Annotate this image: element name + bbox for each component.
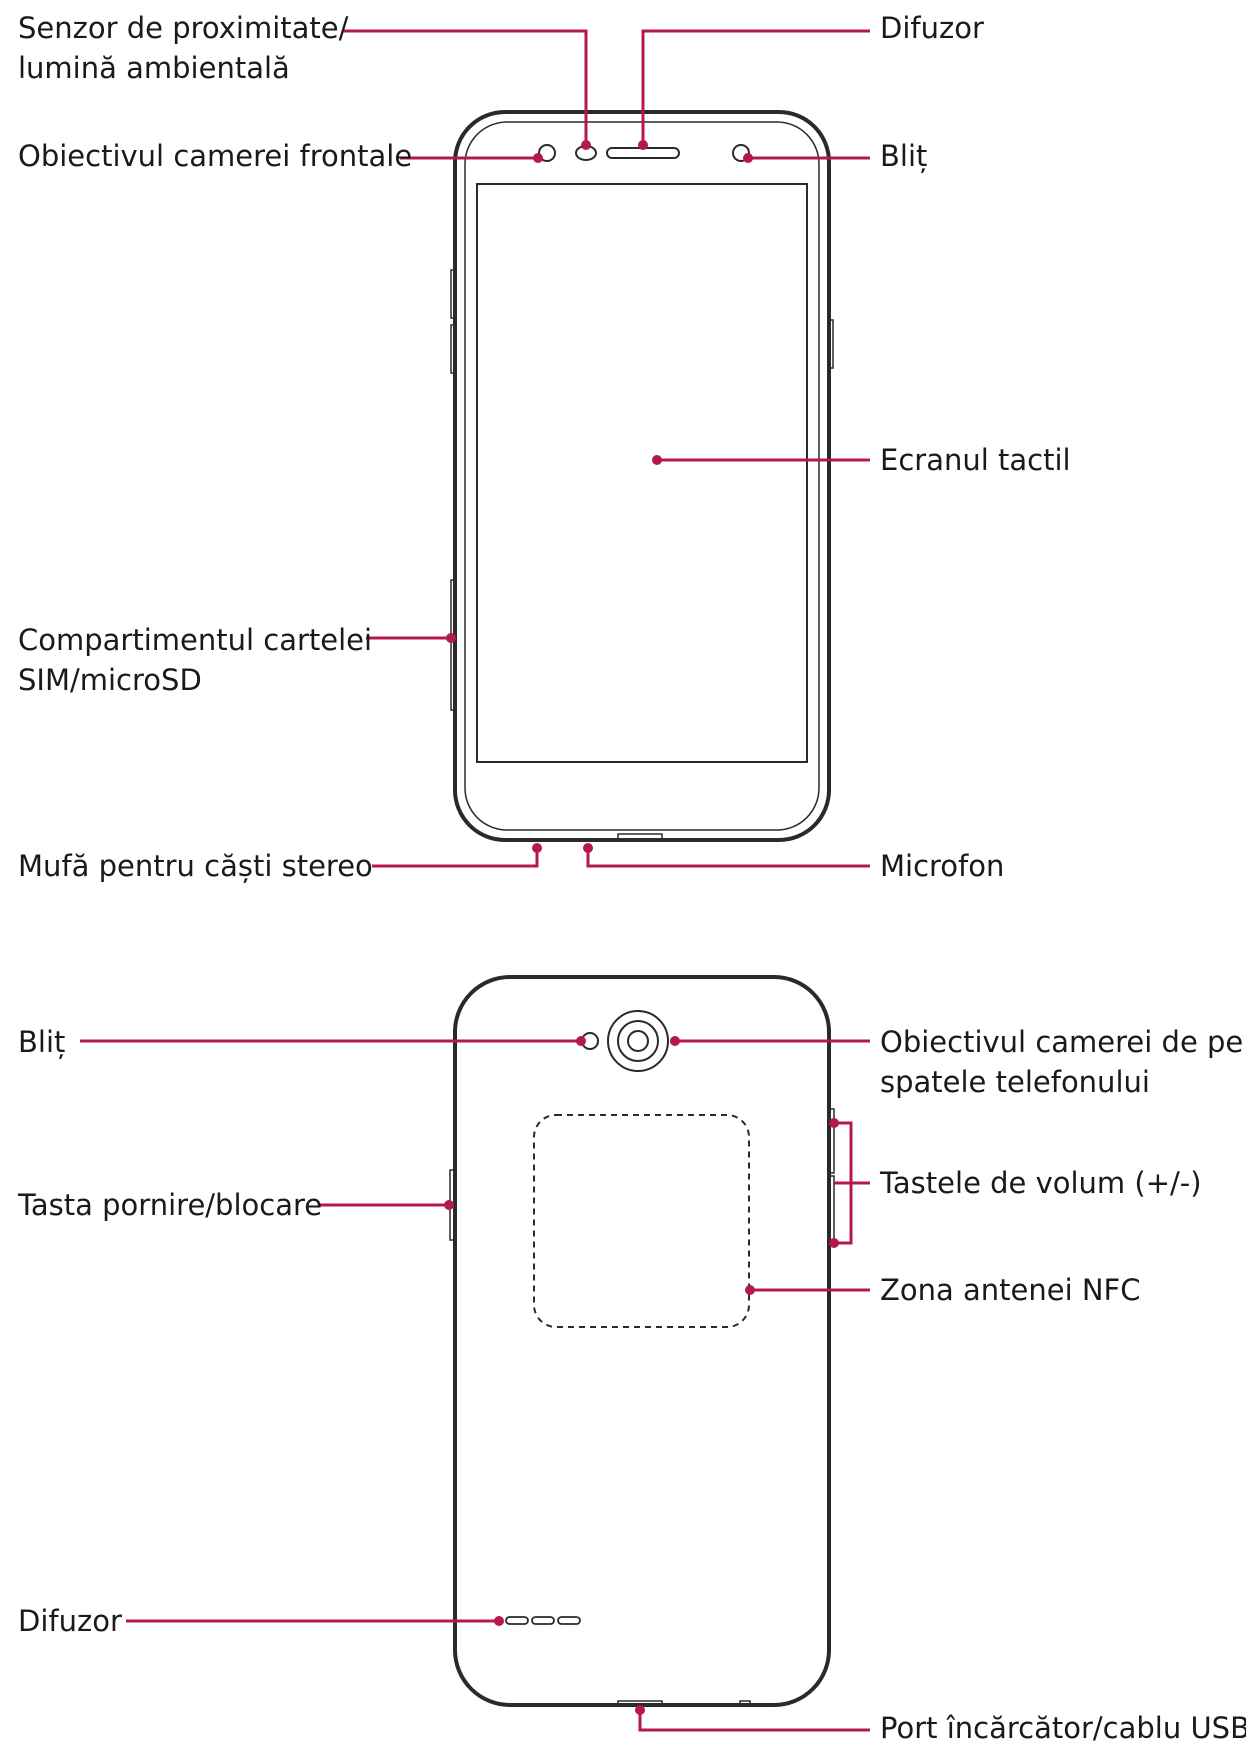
rear-speaker-label: Difuzor: [18, 1604, 122, 1638]
power-key-label: Tasta pornire/blocare: [18, 1188, 323, 1222]
rear-flash-label: Bliț: [18, 1025, 66, 1059]
rear-camera-mid-ring: [617, 1020, 659, 1062]
power-key-dot: [444, 1200, 454, 1210]
rear-speaker-slot-2: [531, 1616, 555, 1625]
microphone-dot: [583, 843, 593, 853]
nfc-antenna-outline: [533, 1114, 750, 1328]
proximity-sensor-label-line1: Senzor de proximitate/: [18, 11, 349, 45]
microphone-leader: [586, 852, 870, 868]
volume-keys-bracket: [834, 1121, 870, 1185]
earpiece-dot: [638, 140, 648, 150]
earpiece-leader: [641, 29, 870, 142]
volume-keys-bracket-lower: [834, 1183, 853, 1245]
rear-speaker-slot-1: [505, 1616, 529, 1625]
left-side-key-upper: [450, 269, 457, 319]
touch-screen-dot: [652, 455, 662, 465]
right-side-key: [827, 319, 834, 369]
proximity-sensor-leader: [342, 29, 588, 142]
rear-flash-dot: [576, 1036, 586, 1046]
volume-up-dot: [829, 1118, 839, 1128]
sim-tray-label-line2: SIM/microSD: [18, 663, 202, 697]
front-camera-dot: [533, 153, 543, 163]
proximity-sensor-dot: [581, 140, 591, 150]
rear-camera-lens-icon: [627, 1030, 649, 1052]
back-phone-body: [453, 975, 831, 1707]
rear-speaker-slot-3: [557, 1616, 581, 1625]
rear-camera-label-line1: Obiectivul camerei de pe: [880, 1025, 1244, 1059]
proximity-sensor-label: Senzor de proximitate/ lumină ambientală: [18, 8, 348, 88]
charger-port-label: Port încărcător/cablu USB: [880, 1711, 1246, 1745]
back-phone: [449, 975, 835, 1707]
front-phone-body: [453, 110, 831, 842]
earpiece-label: Difuzor: [880, 11, 984, 45]
nfc-area-dot: [745, 1285, 755, 1295]
headset-jack-leader: [372, 852, 539, 868]
nfc-area-label: Zona antenei NFC: [880, 1273, 1141, 1307]
rear-camera-dot: [670, 1036, 680, 1046]
charger-port-dot: [635, 1705, 645, 1715]
rear-camera-label: Obiectivul camerei de pe spatele telefon…: [880, 1022, 1243, 1102]
sim-tray-label-line1: Compartimentul cartelei: [18, 623, 373, 657]
front-display: [476, 183, 808, 763]
bottom-port-front: [617, 833, 663, 840]
rear-camera-outer-ring: [607, 1010, 669, 1072]
front-phone-inner-edge: [464, 121, 820, 831]
volume-up-key: [827, 1108, 835, 1174]
proximity-sensor-label-line2: lumină ambientală: [18, 51, 290, 85]
front-camera-lens-icon: [538, 144, 556, 162]
volume-down-dot: [829, 1238, 839, 1248]
rear-speaker-dot: [494, 1616, 504, 1626]
front-flash-icon: [732, 144, 750, 162]
sim-tray-label: Compartimentul cartelei SIM/microSD: [18, 620, 372, 700]
left-side-key-lower: [450, 324, 457, 374]
front-camera-label: Obiectivul camerei frontale: [18, 139, 413, 173]
front-phone: [450, 110, 834, 842]
back-callouts: [80, 1036, 870, 1732]
bottom-notch-back: [739, 1700, 751, 1706]
microphone-label: Microfon: [880, 849, 1005, 883]
volume-keys-label: Tastele de volum (+/-): [880, 1166, 1202, 1200]
front-flash-label: Bliț: [880, 139, 928, 173]
front-callouts: [342, 29, 870, 868]
sim-tray-slot: [450, 579, 457, 711]
sim-tray-dot: [446, 633, 456, 643]
front-flash-dot: [743, 153, 753, 163]
touch-screen-label: Ecranul tactil: [880, 443, 1071, 477]
headset-jack-label: Mufă pentru căști stereo: [18, 849, 373, 883]
rear-camera-label-line2: spatele telefonului: [880, 1065, 1150, 1099]
headset-jack-dot: [532, 843, 542, 853]
charger-port-leader: [638, 1712, 870, 1732]
